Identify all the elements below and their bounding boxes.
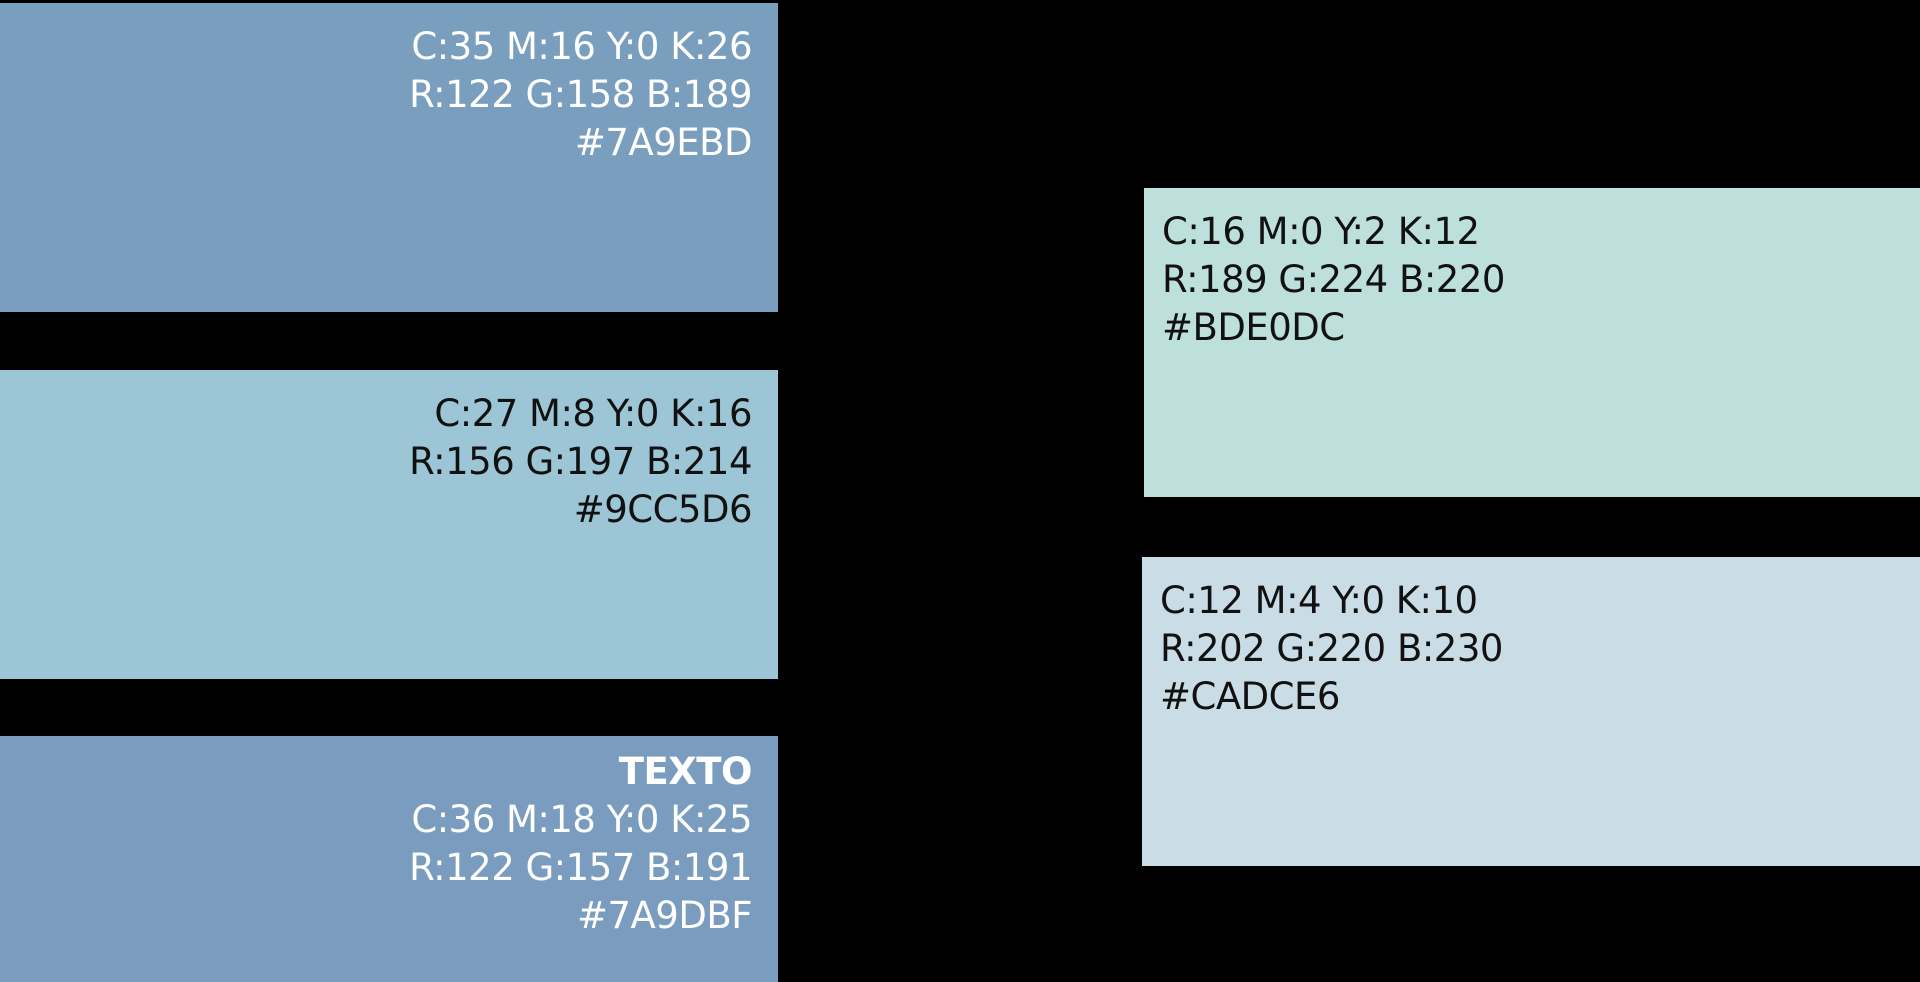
color-swatch-4: C:16 M:0 Y:2 K:12 R:189 G:224 B:220 #BDE… [1144,188,1920,497]
swatch-1-rgb: R:122 G:158 B:189 [409,73,752,116]
swatch-5-info: C:12 M:4 Y:0 K:10 R:202 G:220 B:230 #CAD… [1160,577,1503,721]
swatch-1-info: C:35 M:16 Y:0 K:26 R:122 G:158 B:189 #7A… [409,23,752,167]
swatch-3-info: TEXTO C:36 M:18 Y:0 K:25 R:122 G:157 B:1… [409,748,752,940]
color-swatch-1: C:35 M:16 Y:0 K:26 R:122 G:158 B:189 #7A… [0,3,778,312]
swatch-2-info: C:27 M:8 Y:0 K:16 R:156 G:197 B:214 #9CC… [409,390,752,534]
color-swatch-3: TEXTO C:36 M:18 Y:0 K:25 R:122 G:157 B:1… [0,736,778,982]
swatch-4-cmyk: C:16 M:0 Y:2 K:12 [1162,210,1480,253]
swatch-2-hex: #9CC5D6 [573,488,753,531]
swatch-5-rgb: R:202 G:220 B:230 [1160,627,1503,670]
swatch-4-hex: #BDE0DC [1162,306,1345,349]
swatch-1-hex: #7A9EBD [574,121,753,164]
swatch-3-hex: #7A9DBF [576,894,753,937]
color-swatch-2: C:27 M:8 Y:0 K:16 R:156 G:197 B:214 #9CC… [0,370,778,679]
swatch-4-info: C:16 M:0 Y:2 K:12 R:189 G:224 B:220 #BDE… [1162,208,1505,352]
swatch-3-rgb: R:122 G:157 B:191 [409,846,752,889]
color-swatch-5: C:12 M:4 Y:0 K:10 R:202 G:220 B:230 #CAD… [1142,557,1920,866]
swatch-1-cmyk: C:35 M:16 Y:0 K:26 [411,25,752,68]
swatch-2-cmyk: C:27 M:8 Y:0 K:16 [434,392,752,435]
swatch-2-rgb: R:156 G:197 B:214 [409,440,752,483]
swatch-3-label: TEXTO [618,750,753,793]
swatch-4-rgb: R:189 G:224 B:220 [1162,258,1505,301]
swatch-5-cmyk: C:12 M:4 Y:0 K:10 [1160,579,1478,622]
swatch-5-hex: #CADCE6 [1160,675,1340,718]
swatch-3-cmyk: C:36 M:18 Y:0 K:25 [411,798,752,841]
